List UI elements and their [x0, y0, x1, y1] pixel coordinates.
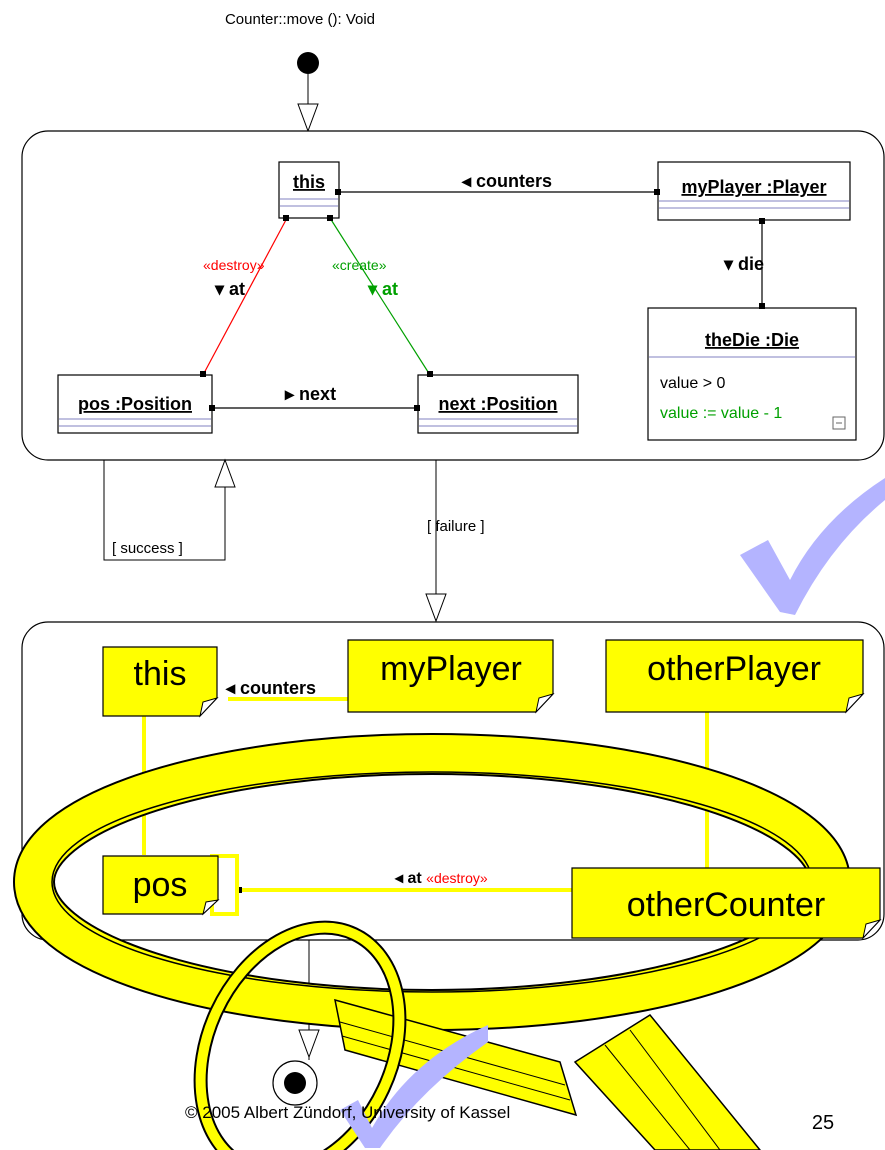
link-create-at — [329, 217, 431, 376]
bottom-counters-label: ◂ counters — [225, 678, 316, 698]
destroy-at-label: ▾ at — [214, 279, 245, 299]
start-node — [297, 52, 319, 74]
object-the-die: theDie :Die value > 0 value := value - 1 — [647, 307, 857, 441]
failure-arrowhead — [425, 593, 447, 623]
note-this: this — [102, 646, 219, 718]
object-this: this — [278, 161, 340, 219]
svg-text:myPlayer :Player: myPlayer :Player — [681, 177, 826, 197]
page-number: 25 — [812, 1112, 834, 1134]
bottom-at-destroy-label: ◂ at «destroy» — [394, 870, 488, 887]
svg-text:next :Position: next :Position — [438, 394, 557, 414]
create-stereotype: «create» — [332, 257, 387, 273]
create-at-label: ▾ at — [367, 279, 398, 299]
svg-text:pos :Position: pos :Position — [78, 394, 192, 414]
svg-text:otherCounter: otherCounter — [627, 886, 825, 924]
note-pos: pos — [102, 855, 220, 916]
link-endpoints — [200, 189, 765, 411]
failure-guard: [ failure ] — [427, 518, 485, 535]
svg-text:this: this — [134, 655, 187, 693]
link-counters-label: ◂ counters — [461, 171, 552, 191]
link-next-label: ▸ next — [284, 384, 336, 404]
destroy-stereotype: «destroy» — [203, 257, 265, 273]
link-destroy-at — [202, 217, 288, 376]
svg-text:theDie :Die: theDie :Die — [705, 330, 799, 350]
svg-text:pos: pos — [133, 866, 188, 904]
svg-text:value > 0: value > 0 — [660, 375, 725, 392]
end-arrowhead — [298, 1029, 320, 1059]
success-loop — [103, 460, 226, 561]
svg-text:myPlayer: myPlayer — [380, 650, 522, 688]
svg-text:otherPlayer: otherPlayer — [647, 650, 821, 688]
success-guard: [ success ] — [112, 540, 183, 557]
object-next: next :Position — [417, 374, 579, 434]
object-my-player: myPlayer :Player — [657, 161, 851, 221]
note-my-player: myPlayer — [347, 639, 555, 714]
svg-text:value := value - 1: value := value - 1 — [660, 405, 782, 422]
checkmark-icon — [740, 478, 885, 615]
link-die-label: ▾ die — [723, 254, 764, 274]
footer-copyright: © 2005 Albert Zündorf, University of Kas… — [185, 1103, 510, 1122]
svg-text:this: this — [293, 172, 325, 192]
success-arrowhead — [214, 458, 236, 488]
start-arrowhead — [297, 103, 319, 133]
small-checkmark-icon — [340, 1025, 488, 1148]
object-pos: pos :Position — [57, 374, 213, 434]
method-signature: Counter::move (): Void — [225, 11, 375, 28]
note-other-counter: otherCounter — [571, 867, 882, 940]
note-other-player: otherPlayer — [605, 639, 865, 714]
